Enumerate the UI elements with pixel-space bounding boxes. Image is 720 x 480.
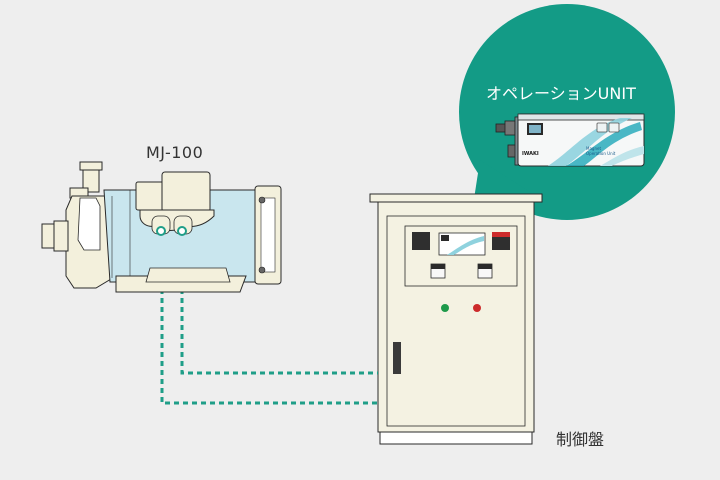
unit-model-line1: Magnet (586, 146, 601, 151)
operation-unit-device: IWAKI Magnet Operation Unit (495, 113, 645, 167)
unit-model-line2: Operation Unit (586, 151, 616, 156)
control-panel-label: 制御盤 (556, 430, 605, 449)
unit-brand: IWAKI (522, 151, 539, 157)
status-lamp-green-icon (441, 304, 449, 312)
pump-mj100 (41, 161, 282, 293)
pump-connectors (151, 215, 193, 236)
control-panel (369, 193, 543, 445)
status-lamp-red-icon (473, 304, 481, 312)
operation-unit-label: オペレーションUNIT (486, 84, 636, 103)
pump-model-label: MJ-100 (146, 143, 204, 162)
